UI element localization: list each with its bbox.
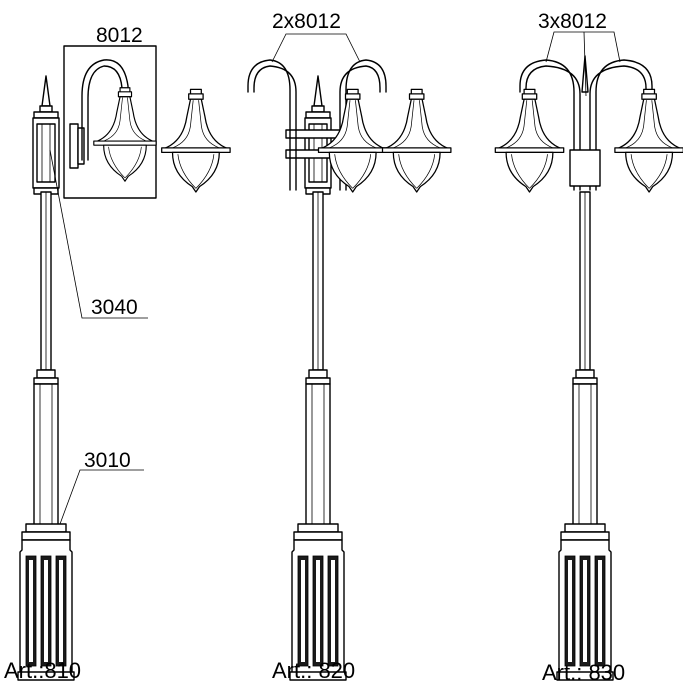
label-3x8012: 3x8012 [538, 10, 607, 33]
article-820: Art.: 820 [272, 658, 355, 683]
label-3010: 3010 [84, 449, 131, 472]
article-830: Art.: 830 [542, 660, 625, 684]
lamp-820: 2x8012 Art.: 820 [161, 10, 388, 683]
article-810: Art.:810 [4, 658, 81, 683]
label-2x8012: 2x8012 [272, 10, 341, 33]
label-3040: 3040 [91, 296, 138, 319]
lamp-830: 3x8012 Art.: 830 [381, 10, 683, 684]
lantern-detail-box [63, 45, 157, 199]
lamp-810: 8012 3040 3010 Art.:810 [4, 24, 157, 683]
label-8012: 8012 [96, 24, 143, 47]
